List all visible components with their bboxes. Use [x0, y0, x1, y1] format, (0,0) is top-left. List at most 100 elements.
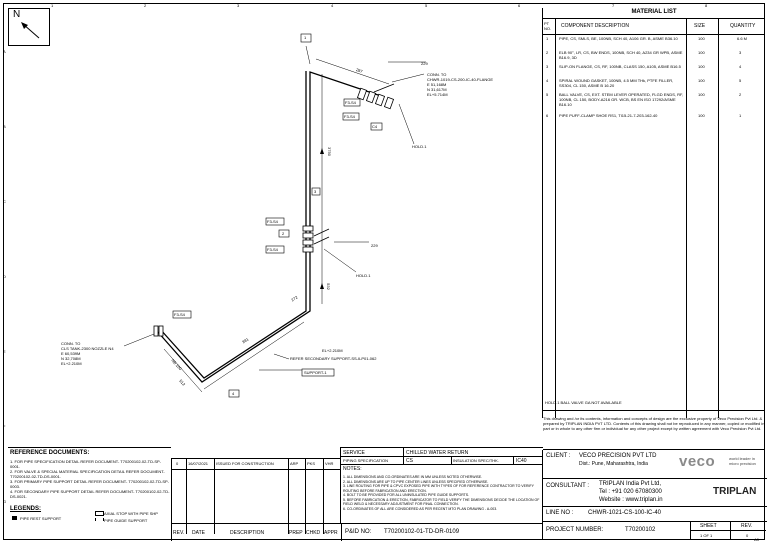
row-2-pt: 2	[546, 50, 549, 55]
tag-f3-s4-c: F3-S4	[267, 219, 278, 224]
consultant-name: TRIPLAN India Pvt Ltd,	[599, 481, 662, 487]
row-4-qty: 5	[739, 78, 742, 83]
tag-f3-s4-b: F3-S4	[344, 114, 355, 119]
line-no-value: CHWR-1021-CS-100-IC-40	[588, 510, 662, 516]
dimension-lines	[163, 58, 426, 393]
rev-header-date: DATE	[192, 530, 205, 536]
dim-3750: 3750	[326, 147, 332, 156]
grid-row-c: C	[3, 199, 6, 204]
spec-label: PIPING SPECIFICATION	[343, 458, 389, 463]
row-1-size: 100	[698, 36, 705, 41]
dim-229-mid: 229	[371, 243, 378, 248]
grid-row-f: F	[3, 424, 6, 429]
grid-col-2: 2	[144, 3, 147, 8]
pipe-rest-support-icon	[12, 516, 17, 520]
row-3-pt: 3	[546, 64, 549, 69]
pid-value: T70200102-01-TD-DR-0109	[384, 529, 460, 535]
notes-list: 1. ALL DIMENSIONS AND CO-ORDINATES ARE I…	[343, 475, 541, 511]
support-1-label: SUPPORT-1	[304, 370, 327, 375]
revision-block: 0 16/07/2021 ISSUED FOR CONSTRUCTION ARP…	[171, 458, 341, 534]
conn-left-line-2: CLS TANK-2300 NOZZLE N4	[61, 346, 114, 351]
header-size: SIZE	[694, 23, 706, 29]
conn-top-line-5: EL+5.714M	[427, 92, 448, 97]
left-nozzle	[153, 325, 164, 337]
veco-logo: veco	[679, 453, 716, 470]
row-5-pt: 5	[546, 92, 549, 97]
legend-pipe-guide: PIPE GUIDE SUPPORT	[104, 518, 148, 523]
reference-2: 2. FOR VALVE & SPECIAL MATERIAL SPECIFIC…	[10, 469, 165, 479]
hold-label-mid: HOLD.1	[356, 273, 371, 278]
project-block: PROJECT NUMBER: T70200102 SHEET 1 OF 1 R…	[542, 521, 767, 540]
isometric-drawing	[123, 33, 426, 398]
spec-value: CS	[406, 458, 413, 464]
line-no-block: LINE NO : CHWR-1021-CS-100-IC-40	[542, 506, 767, 522]
north-arrow-box: N	[8, 8, 50, 46]
header-qty: QUANTITY	[730, 23, 756, 29]
grid-row-e: E	[3, 349, 6, 354]
conn-top-line-4: N 31,617M	[427, 87, 447, 92]
disclaimer: This drawing and /or its contents, infor…	[543, 416, 765, 450]
reference-4: 4. FOR SECONDARY PIPE SUPPORT DETAIL REF…	[10, 489, 170, 499]
conn-left-line-3: E 60,539M	[61, 351, 81, 356]
tag-f3-s4-a: F3-S4	[345, 100, 356, 105]
grid-row-d: D	[3, 274, 6, 279]
reference-documents: REFERENCE DOCUMENTS: 1. FOR PIPE SPECIFI…	[8, 447, 171, 524]
conn-top-line-1: CONN. TO	[427, 72, 447, 77]
tag-f3-s4-d: F3-S4	[267, 247, 278, 252]
client-block: CLIENT : VECO PRECISION PVT LTD Dist.: P…	[542, 450, 767, 479]
row-4-desc: SPIRAL WOUND GASKET, 100NB, 4.5 MM THk, …	[559, 78, 674, 88]
header-desc: COMPONENT DESCRIPTION	[561, 23, 629, 29]
row-3-size: 100	[698, 64, 705, 69]
pid-label: P&ID NO:	[345, 529, 372, 535]
sheet-label: SHEET	[700, 523, 717, 529]
note-5: 5. BEFORE FABRICATION & ERECTION, FABRIC…	[343, 497, 540, 507]
rev-row-desc: ISSUED FOR CONSTRUCTION	[216, 461, 274, 466]
row-1-pt: 1	[546, 36, 549, 41]
note-4: 4. BOLT TO BE PROVIDED FOR ALL UNINSULAT…	[343, 493, 470, 497]
project-label: PROJECT NUMBER:	[546, 527, 604, 533]
conn-top-line-2: CHWR-1019-CS-200-IC-40-FLANGE	[427, 77, 494, 82]
service-value: Chilled Water Return	[406, 450, 469, 456]
row-6-qty: 1	[739, 113, 742, 118]
rev-header-rev: REV.	[173, 530, 185, 536]
conn-left-line-1: CONN. TO	[61, 341, 81, 346]
elevation-markers	[320, 148, 324, 289]
dim-229-top: 229	[421, 61, 428, 66]
client-label: CLIENT :	[546, 453, 571, 459]
hold-note: HOLD.1 BALL VALVE GA NOT AVAILABLE	[545, 400, 622, 405]
row-1-qty: 6.6 M	[737, 36, 748, 41]
hold-label-top: HOLD.1	[412, 144, 427, 149]
grid-col-3: 3	[237, 3, 240, 8]
note-1: 1. ALL DIMENSIONS AND CO-ORDINATES ARE I…	[343, 475, 483, 479]
tag-boxes	[172, 33, 383, 398]
row-6-pt: 6	[546, 113, 549, 118]
insulation-value: IC40	[516, 458, 527, 464]
material-header-row: PT NO. COMPONENT DESCRIPTION SIZE QUANTI…	[543, 19, 765, 35]
row-1-desc: PIPE, CS, SMLS, BE, 100NB, SCH 40, A106 …	[559, 36, 678, 41]
axial-stop-icon	[95, 511, 104, 516]
row-3-desc: SLIP-ON FLANGE, CS, RF, 100NB, CLASS 150…	[559, 64, 681, 69]
line-no-label: LINE NO :	[546, 510, 574, 516]
drawing-sheet: 1 2 3 4 5 6 7 8 A B C D E F G N	[3, 3, 767, 542]
sheet-value: 1 OF 1	[700, 533, 713, 538]
conn-top-line-3: E 51,168M	[427, 82, 447, 87]
material-list-panel: MATERIAL LIST PT NO. COMPONENT DESCRIPTI…	[542, 8, 767, 418]
grid-col-1: 1	[51, 3, 54, 8]
row-5-desc: BALL VALVE, CS, EXT. STEM LEVER OPERATED…	[559, 92, 684, 107]
material-list-title: MATERIAL LIST	[543, 9, 765, 19]
rev-row-appr: VHR	[325, 461, 334, 466]
row-2-size: 100	[698, 50, 705, 55]
rev-box-value: 0	[746, 533, 749, 538]
grid-col-4: 4	[331, 3, 334, 8]
consultant-block: CONSULTANT : TRIPLAN India Pvt Ltd, Tel …	[542, 478, 767, 507]
reference-1: 1. FOR PIPE SPECIFICATION DETAIL REFER D…	[10, 459, 161, 469]
rev-row-rev: 0	[176, 461, 179, 466]
conn-left-line-5: EL+2.210M	[61, 361, 82, 366]
triplan-logo: TRIPLAN	[713, 486, 757, 497]
note-2: 2. ALL DIMENSIONS ARE UP TO PIPE CENTER …	[343, 479, 489, 484]
row-2-desc: ELB 90°, LR, CS, BW ENDS, 100NB, SCH 40,…	[559, 50, 683, 60]
pt-tag-3: 3	[314, 189, 317, 194]
conn-left-line-4: N 32,708M	[61, 356, 81, 361]
rev-header-chkd: CHKD	[306, 530, 321, 536]
reference-3: 3. FOR PRIMARY PIPE SUPPORT DETAIL REFER…	[10, 479, 170, 489]
